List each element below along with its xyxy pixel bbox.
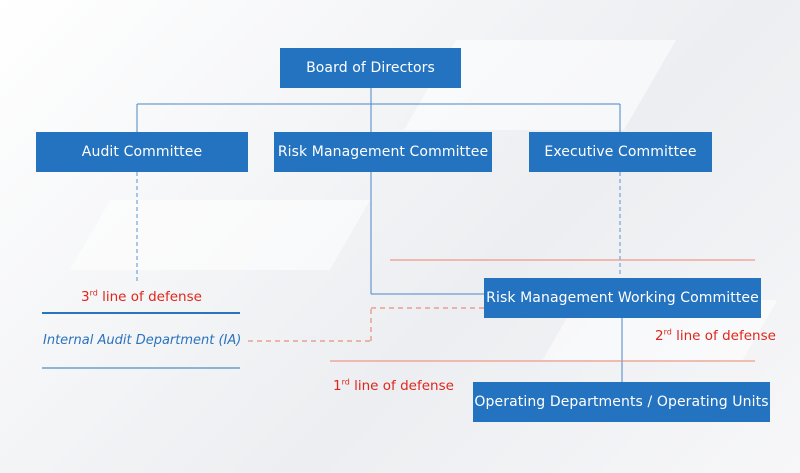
second-line-of-defense-label: 2rd line of defense bbox=[655, 327, 776, 344]
audit-committee-box: Audit Committee bbox=[36, 132, 248, 172]
operating-departments-box: Operating Departments / Operating Units bbox=[473, 382, 770, 422]
risk-management-working-committee-box: Risk Management Working Committee bbox=[484, 278, 761, 318]
internal-audit-department-label: Internal Audit Department (IA) bbox=[43, 333, 242, 348]
third-line-of-defense-label: 3rd line of defense bbox=[81, 288, 202, 305]
executive-committee-box: Executive Committee bbox=[529, 132, 712, 172]
board-of-directors-box: Board of Directors bbox=[280, 48, 461, 88]
risk-management-committee-box: Risk Management Committee bbox=[274, 132, 492, 172]
first-line-of-defense-label: 1rd line of defense bbox=[333, 377, 454, 394]
